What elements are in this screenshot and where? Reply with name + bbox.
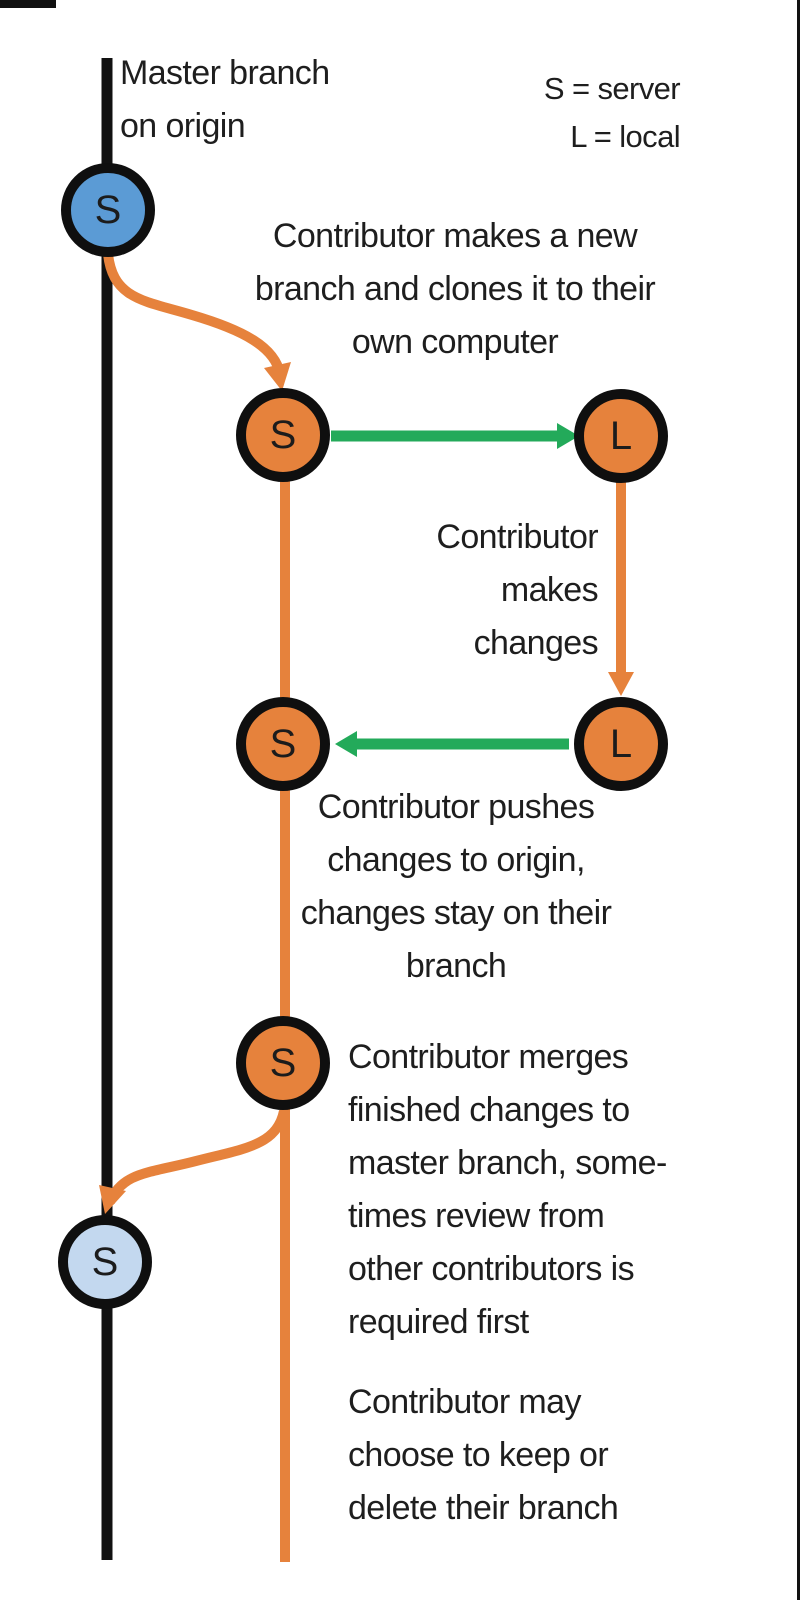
push-note-line1: Contributor pushes bbox=[317, 788, 595, 826]
master-branch-label: Master branch on origin bbox=[120, 47, 330, 153]
node-branch-server-3-letter: S bbox=[269, 1041, 297, 1085]
top-left-border-segment bbox=[0, 0, 56, 8]
node-branch-server-3: S bbox=[236, 1016, 330, 1110]
changes-arrowhead-icon bbox=[608, 672, 634, 696]
node-local-1: L bbox=[574, 389, 668, 483]
merge-note-line6: required first bbox=[348, 1303, 529, 1341]
push-note-line4: branch bbox=[405, 947, 507, 985]
changes-note: Contributor makes changes bbox=[388, 511, 598, 670]
node-local-2-letter: L bbox=[609, 722, 633, 766]
merge-arrowhead-icon bbox=[99, 1185, 126, 1214]
merge-note-line1: Contributor merges bbox=[348, 1038, 629, 1076]
legend-local: L = local bbox=[570, 119, 680, 154]
legend-server: S = server bbox=[543, 71, 681, 106]
node-master-merge: S bbox=[58, 1215, 152, 1309]
node-branch-server-2-letter: S bbox=[269, 722, 297, 766]
keep-note-line2: choose to keep or bbox=[348, 1436, 609, 1474]
changes-note-line1: Contributor bbox=[436, 518, 598, 556]
merge-note: Contributor merges finished changes to m… bbox=[348, 1031, 667, 1349]
node-local-1-letter: L bbox=[609, 414, 633, 458]
changes-note-line3: changes bbox=[473, 624, 599, 662]
clone-note-line2: branch and clones it to their bbox=[254, 270, 656, 308]
clone-note-line1: Contributor makes a new bbox=[272, 217, 638, 255]
changes-note-line2: makes bbox=[500, 571, 599, 609]
push-note-line3: changes stay on their bbox=[300, 894, 612, 932]
master-branch-label-line1: Master branch bbox=[120, 54, 330, 92]
node-branch-server-2: S bbox=[236, 697, 330, 791]
right-border-line bbox=[797, 0, 800, 1600]
branch-off-curved-arrow bbox=[103, 253, 285, 376]
branch-off-arrowhead-icon bbox=[264, 362, 291, 391]
master-branch-label-line2: on origin bbox=[120, 107, 246, 145]
merge-note-line4: times review from bbox=[348, 1197, 605, 1235]
node-branch-server-1-letter: S bbox=[269, 413, 297, 457]
merge-note-line2: finished changes to bbox=[348, 1091, 630, 1129]
node-branch-server-1: S bbox=[236, 388, 330, 482]
node-master-start: S bbox=[61, 163, 155, 257]
node-master-start-letter: S bbox=[94, 188, 122, 232]
push-note-line2: changes to origin, bbox=[327, 841, 585, 879]
clone-note: Contributor makes a new branch and clone… bbox=[205, 210, 705, 369]
merge-note-line5: other contributors is bbox=[348, 1250, 635, 1288]
keep-note: Contributor may choose to keep or delete… bbox=[348, 1376, 619, 1535]
node-master-merge-letter: S bbox=[91, 1240, 119, 1284]
push-note: Contributor pushes changes to origin, ch… bbox=[236, 781, 676, 993]
clone-arrowhead-icon bbox=[557, 423, 579, 449]
push-arrowhead-icon bbox=[335, 731, 357, 757]
keep-note-line3: delete their branch bbox=[348, 1489, 619, 1527]
legend: S = server L = local bbox=[430, 65, 681, 161]
keep-note-line1: Contributor may bbox=[348, 1383, 581, 1421]
clone-note-line3: own computer bbox=[351, 323, 559, 361]
merge-curved-arrow bbox=[105, 1109, 289, 1205]
node-local-2: L bbox=[574, 697, 668, 791]
merge-note-line3: master branch, some- bbox=[348, 1144, 667, 1182]
